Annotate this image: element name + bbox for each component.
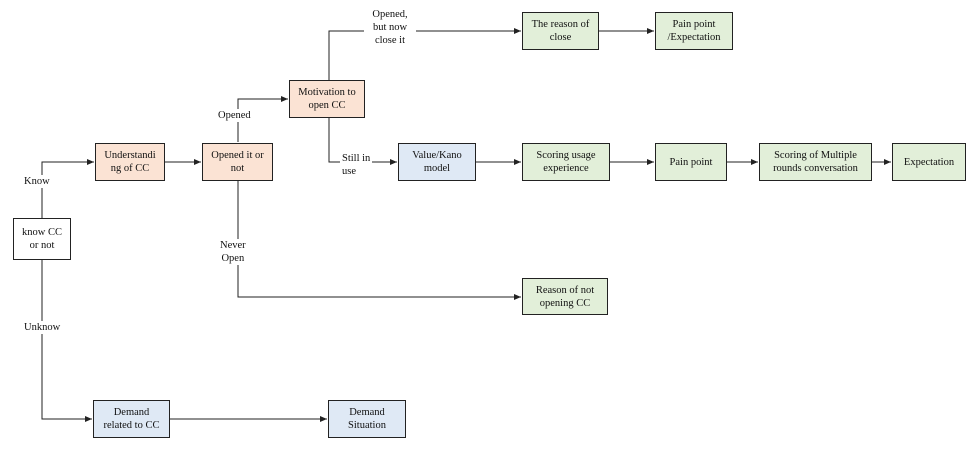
node-scoring-multiple-rounds[interactable]: Scoring of Multiple rounds conversation <box>759 143 872 181</box>
node-motivation-to-open-cc[interactable]: Motivation to open CC <box>289 80 365 118</box>
edge-motivation-to-value-kano <box>328 118 397 165</box>
node-demand-situation[interactable]: Demand Situation <box>328 400 406 438</box>
node-reason-of-not-opening[interactable]: Reason of not opening CC <box>522 278 608 315</box>
node-know-cc-or-not-label: know CC or not <box>22 227 62 251</box>
node-scoring-usage-experience-label: Scoring usage experience <box>536 150 596 174</box>
node-know-cc-or-not[interactable]: know CC or not <box>13 218 71 260</box>
edge-opened-to-motivation <box>237 96 288 142</box>
node-demand-situation-label: Demand Situation <box>348 407 386 431</box>
edge-label-never-open: Never Open <box>218 239 248 265</box>
edge-never-open-to-reason <box>237 181 521 300</box>
node-pain-point[interactable]: Pain point <box>655 143 727 181</box>
node-understanding-of-cc-label: Understandi ng of CC <box>104 150 156 174</box>
node-pain-point-expectation-label: Pain point /Expectation <box>667 19 721 43</box>
edge-label-unknow: Unknow <box>22 321 63 334</box>
node-value-kano-model-label: Value/Kano model <box>412 150 462 174</box>
node-pain-point-label: Pain point <box>669 156 713 168</box>
node-pain-point-expectation[interactable]: Pain point /Expectation <box>655 12 733 50</box>
node-reason-of-close-label: The reason of close <box>531 19 590 43</box>
node-reason-of-not-opening-label: Reason of not opening CC <box>535 284 595 309</box>
edge-label-opened: Opened <box>216 109 253 122</box>
edge-label-know: Know <box>22 175 52 188</box>
node-scoring-multiple-rounds-label: Scoring of Multiple rounds conversation <box>773 150 858 174</box>
node-understanding-of-cc[interactable]: Understandi ng of CC <box>95 143 165 181</box>
node-motivation-to-open-cc-label: Motivation to open CC <box>298 87 356 111</box>
node-reason-of-close[interactable]: The reason of close <box>522 12 599 50</box>
edge-know-to-understanding <box>41 159 94 218</box>
node-opened-it-or-not-label: Opened it or not <box>211 150 264 174</box>
node-expectation[interactable]: Expectation <box>892 143 966 181</box>
edge-motivation-to-reason-close <box>328 28 521 80</box>
node-demand-related-to-cc-label: Demand related to CC <box>103 407 160 431</box>
edge-label-opened-but-close: Opened, but now close it <box>364 8 416 47</box>
node-value-kano-model[interactable]: Value/Kano model <box>398 143 476 181</box>
node-opened-it-or-not[interactable]: Opened it or not <box>202 143 273 181</box>
edge-label-still-in-use: Still in use <box>340 152 373 178</box>
node-scoring-usage-experience[interactable]: Scoring usage experience <box>522 143 610 181</box>
node-demand-related-to-cc[interactable]: Demand related to CC <box>93 400 170 438</box>
node-expectation-label: Expectation <box>903 156 955 168</box>
edge-unknow-to-demand-related <box>41 260 92 422</box>
